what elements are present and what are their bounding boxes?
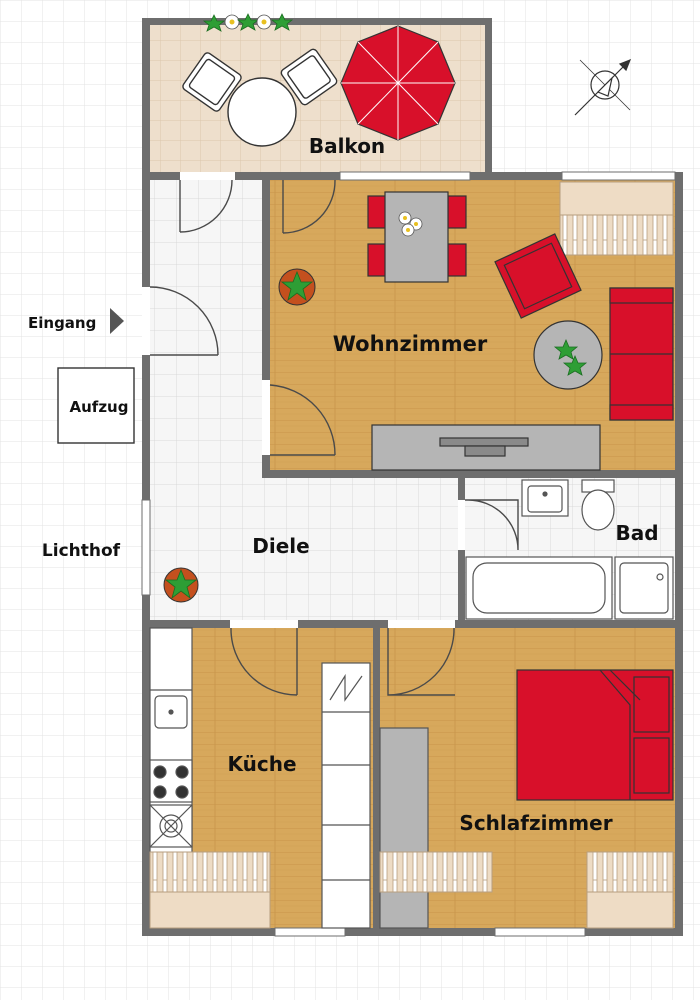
radiator	[586, 851, 674, 893]
radiator	[149, 851, 271, 893]
plant-icon	[163, 567, 199, 603]
plant-icon	[553, 338, 588, 376]
radiator	[149, 891, 271, 929]
compass-icon	[574, 58, 632, 116]
room-label-kueche: Küche	[227, 752, 296, 776]
bed	[516, 669, 674, 801]
balcony-furniture	[182, 48, 338, 147]
sofa	[609, 287, 674, 421]
elevator-box	[57, 367, 135, 444]
bathroom-fixtures	[465, 479, 674, 620]
room-label-balkon: Balkon	[309, 134, 385, 158]
arrow-right-icon	[110, 308, 124, 334]
room-label-bad: Bad	[615, 521, 658, 545]
cabinet	[321, 662, 371, 929]
dining-set	[367, 191, 467, 283]
flower-icon	[398, 211, 423, 237]
room-label-diele: Diele	[252, 534, 309, 558]
room-label-schlafzimmer: Schlafzimmer	[459, 811, 612, 835]
entrance-label: Eingang	[28, 314, 96, 332]
radiator	[559, 214, 674, 256]
radiator	[586, 891, 674, 929]
armchair	[494, 233, 582, 319]
diele-floor-lower	[150, 475, 460, 620]
courtyard-label: Lichthof	[42, 541, 121, 561]
room-label-wohnzimmer: Wohnzimmer	[333, 332, 488, 356]
parasol	[340, 25, 456, 141]
tv-cabinet	[371, 424, 601, 471]
wardrobe	[379, 727, 429, 929]
radiator	[379, 851, 493, 893]
windows	[141, 171, 676, 937]
radiator	[559, 181, 674, 218]
flower-icon	[202, 13, 294, 32]
plant-icon	[278, 268, 316, 306]
doors	[142, 172, 519, 696]
elevator-label: Aufzug	[70, 398, 129, 416]
kitchen-counter	[149, 627, 193, 929]
